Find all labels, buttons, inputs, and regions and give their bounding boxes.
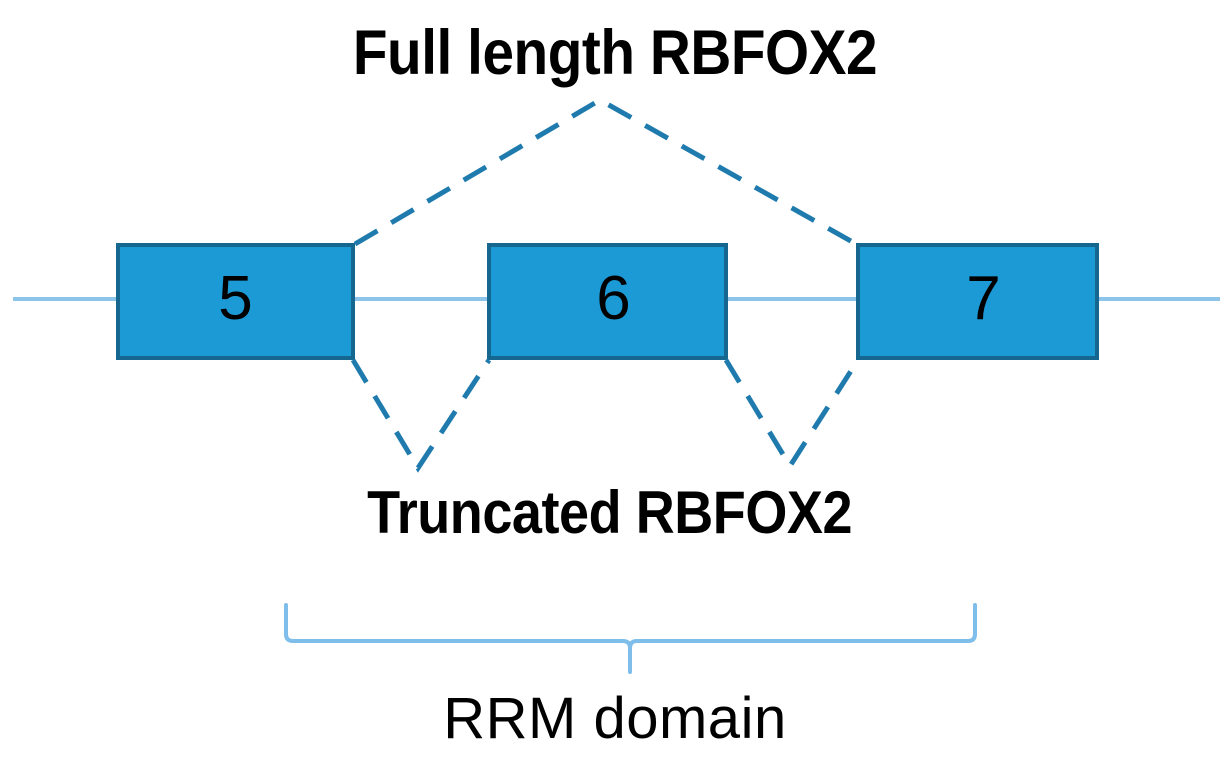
- rrm-domain-label: RRM domain: [443, 686, 787, 751]
- truncated-isoform-label: Truncated RBFOX2: [367, 479, 853, 546]
- exon-box-5: [116, 243, 355, 360]
- splice-line-full-length: [353, 97, 858, 247]
- splice-line-truncated-exon6-exon7: [723, 358, 861, 471]
- exon-box-7: [856, 243, 1099, 360]
- exon-box-6: [487, 243, 728, 360]
- rrm-domain-brace: [284, 603, 977, 674]
- full-length-isoform-label: Full length RBFOX2: [352, 18, 878, 88]
- splice-line-truncated-exon5-exon6: [350, 358, 492, 473]
